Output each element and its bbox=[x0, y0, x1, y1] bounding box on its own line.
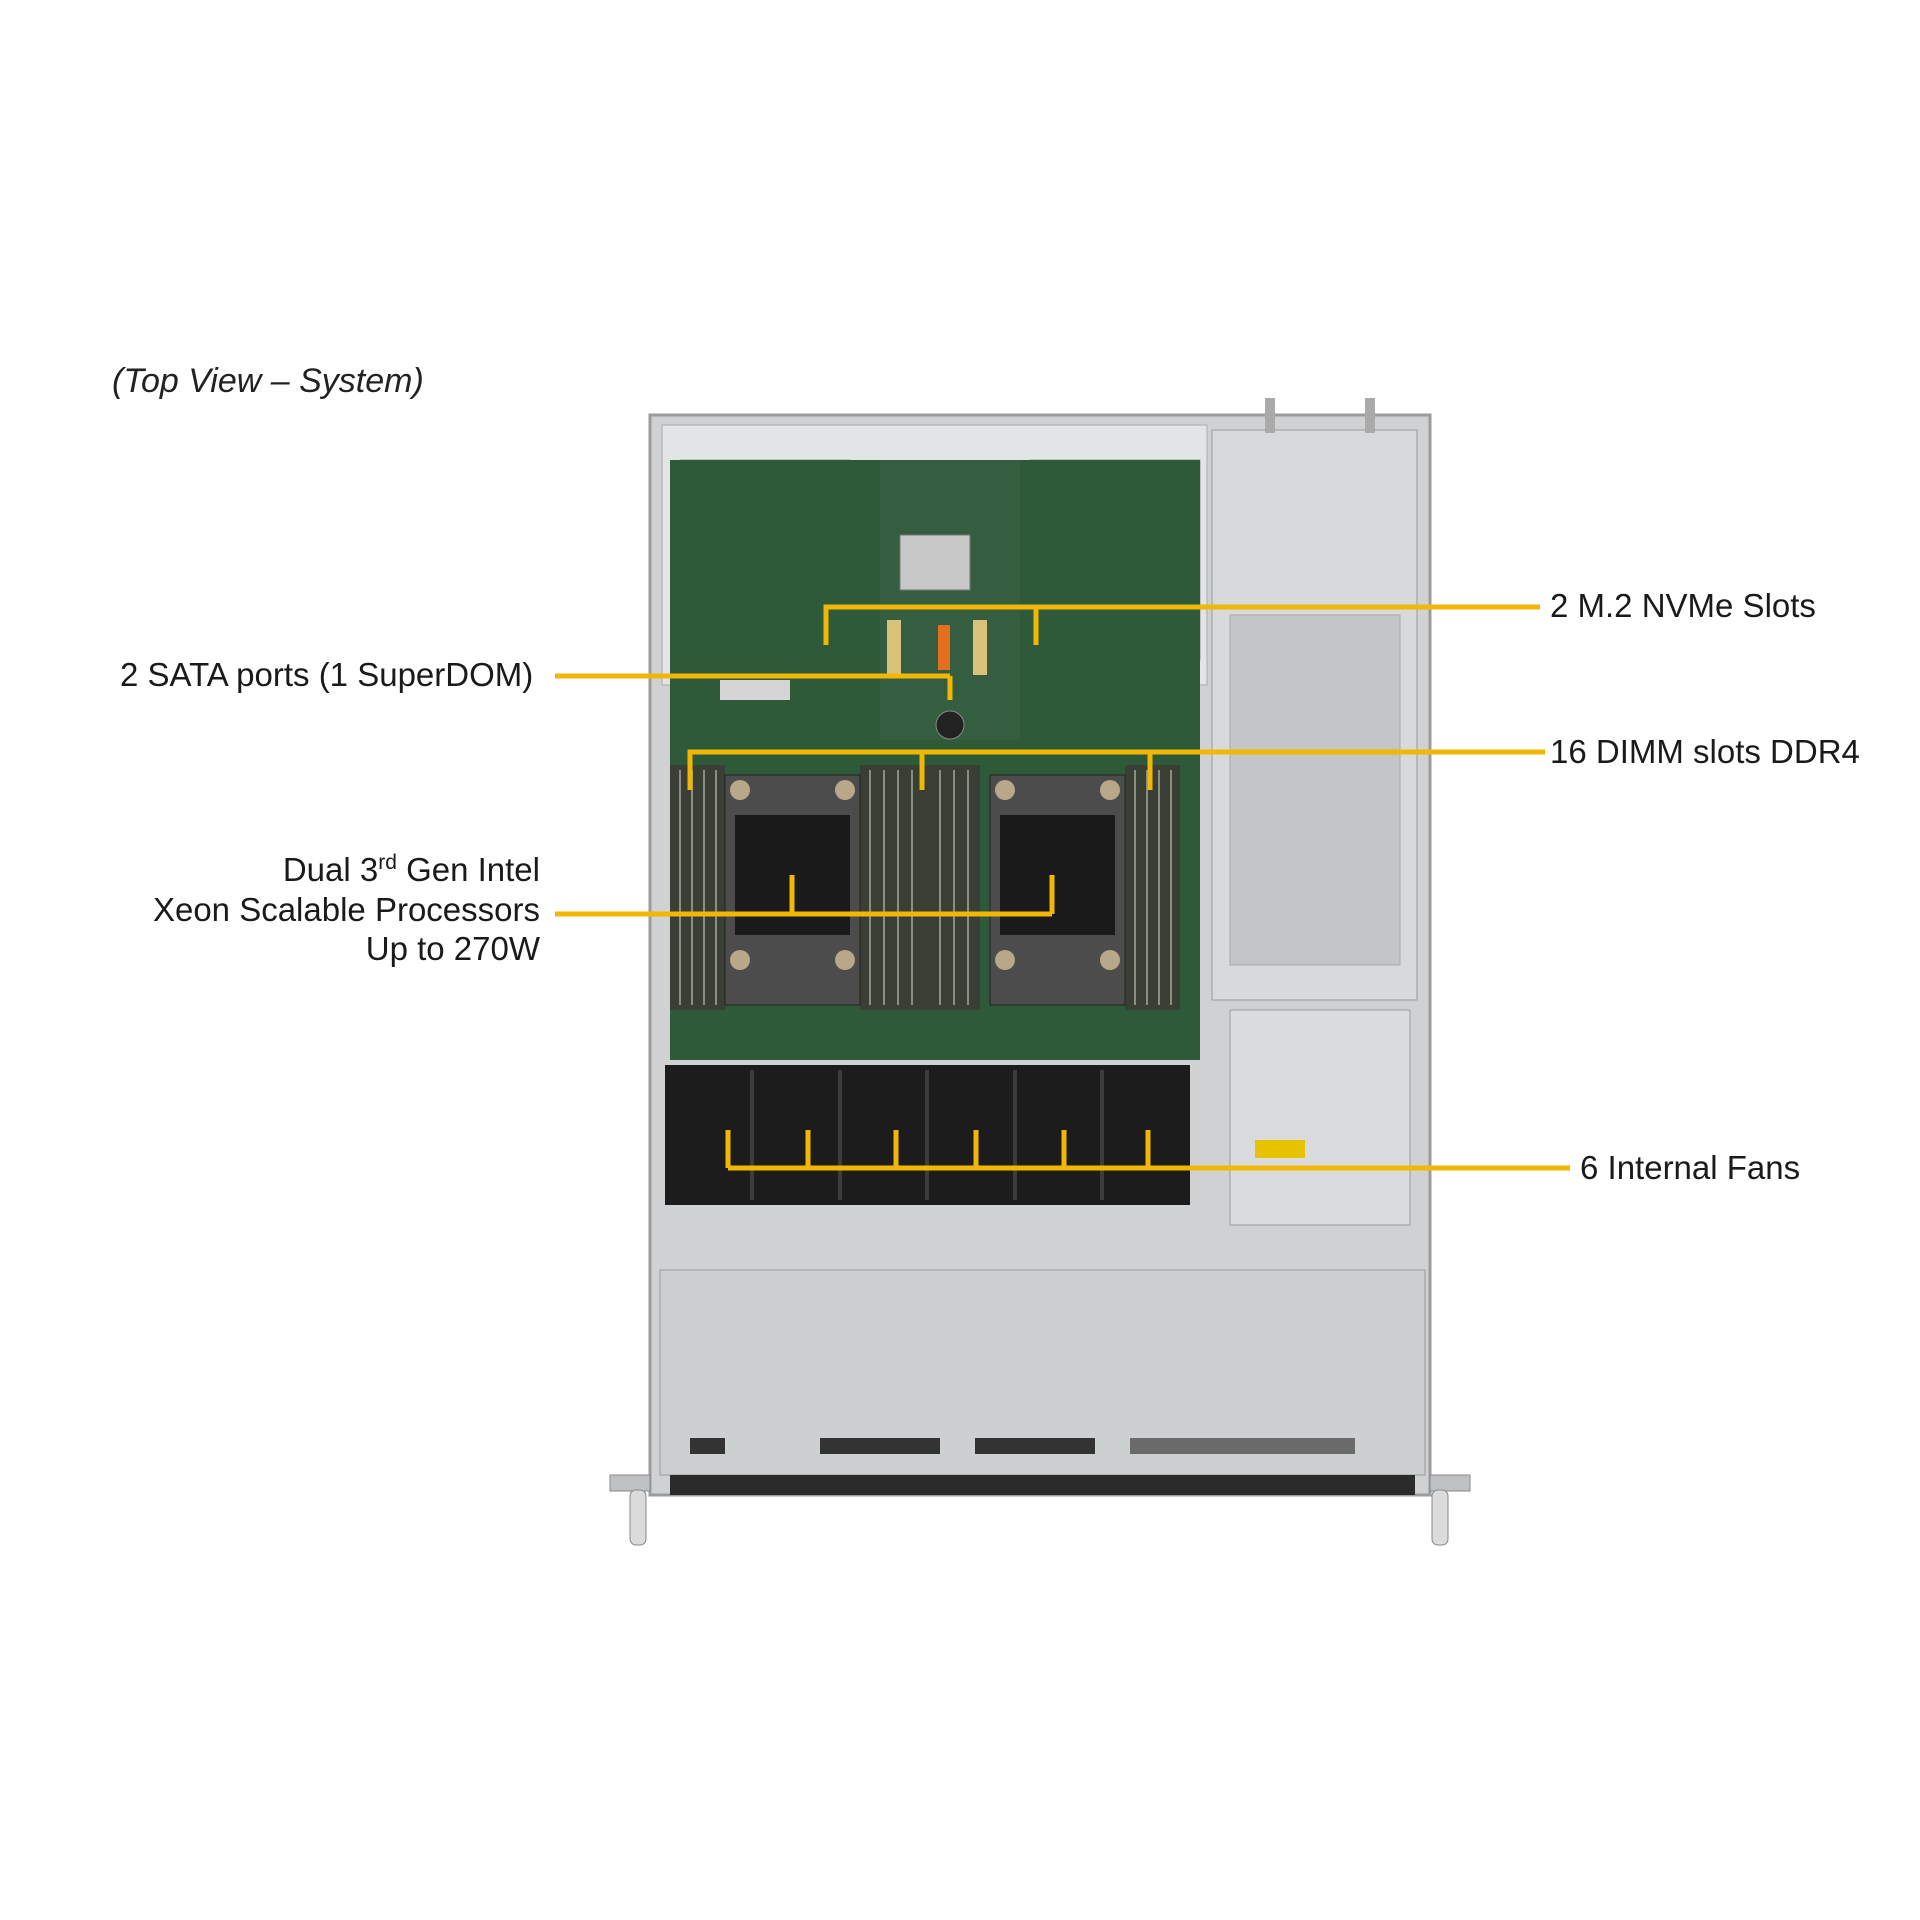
cpu-label-line2: Xeon Scalable Processors bbox=[152, 890, 540, 928]
sata-ports-label: 2 SATA ports (1 SuperDOM) bbox=[120, 656, 534, 693]
m2-nvme-label: 2 M.2 NVMe Slots bbox=[1550, 587, 1816, 624]
fan-bay bbox=[665, 1065, 1190, 1205]
dimm-banks bbox=[670, 765, 1180, 1010]
dimm-slots-label: 16 DIMM slots DDR4 bbox=[1550, 733, 1860, 770]
dimm-callout-line bbox=[687, 749, 1545, 790]
internal-fans-label: 6 Internal Fans bbox=[1580, 1149, 1801, 1186]
cpu-sockets bbox=[724, 774, 1126, 1006]
callout-lines bbox=[555, 604, 1570, 1171]
power-supply bbox=[1211, 398, 1418, 1226]
cpu-label: Dual 3rd Gen Intel Xeon Scalable Process… bbox=[140, 850, 540, 969]
page-title: (Top View – System) bbox=[112, 362, 424, 400]
cpu-label-line3: Up to 270W bbox=[365, 930, 540, 968]
front-panel bbox=[659, 1269, 1426, 1495]
cpu-label-line1: Dual 3rd Gen Intel bbox=[282, 851, 540, 888]
m2-callout-line bbox=[823, 604, 1039, 645]
